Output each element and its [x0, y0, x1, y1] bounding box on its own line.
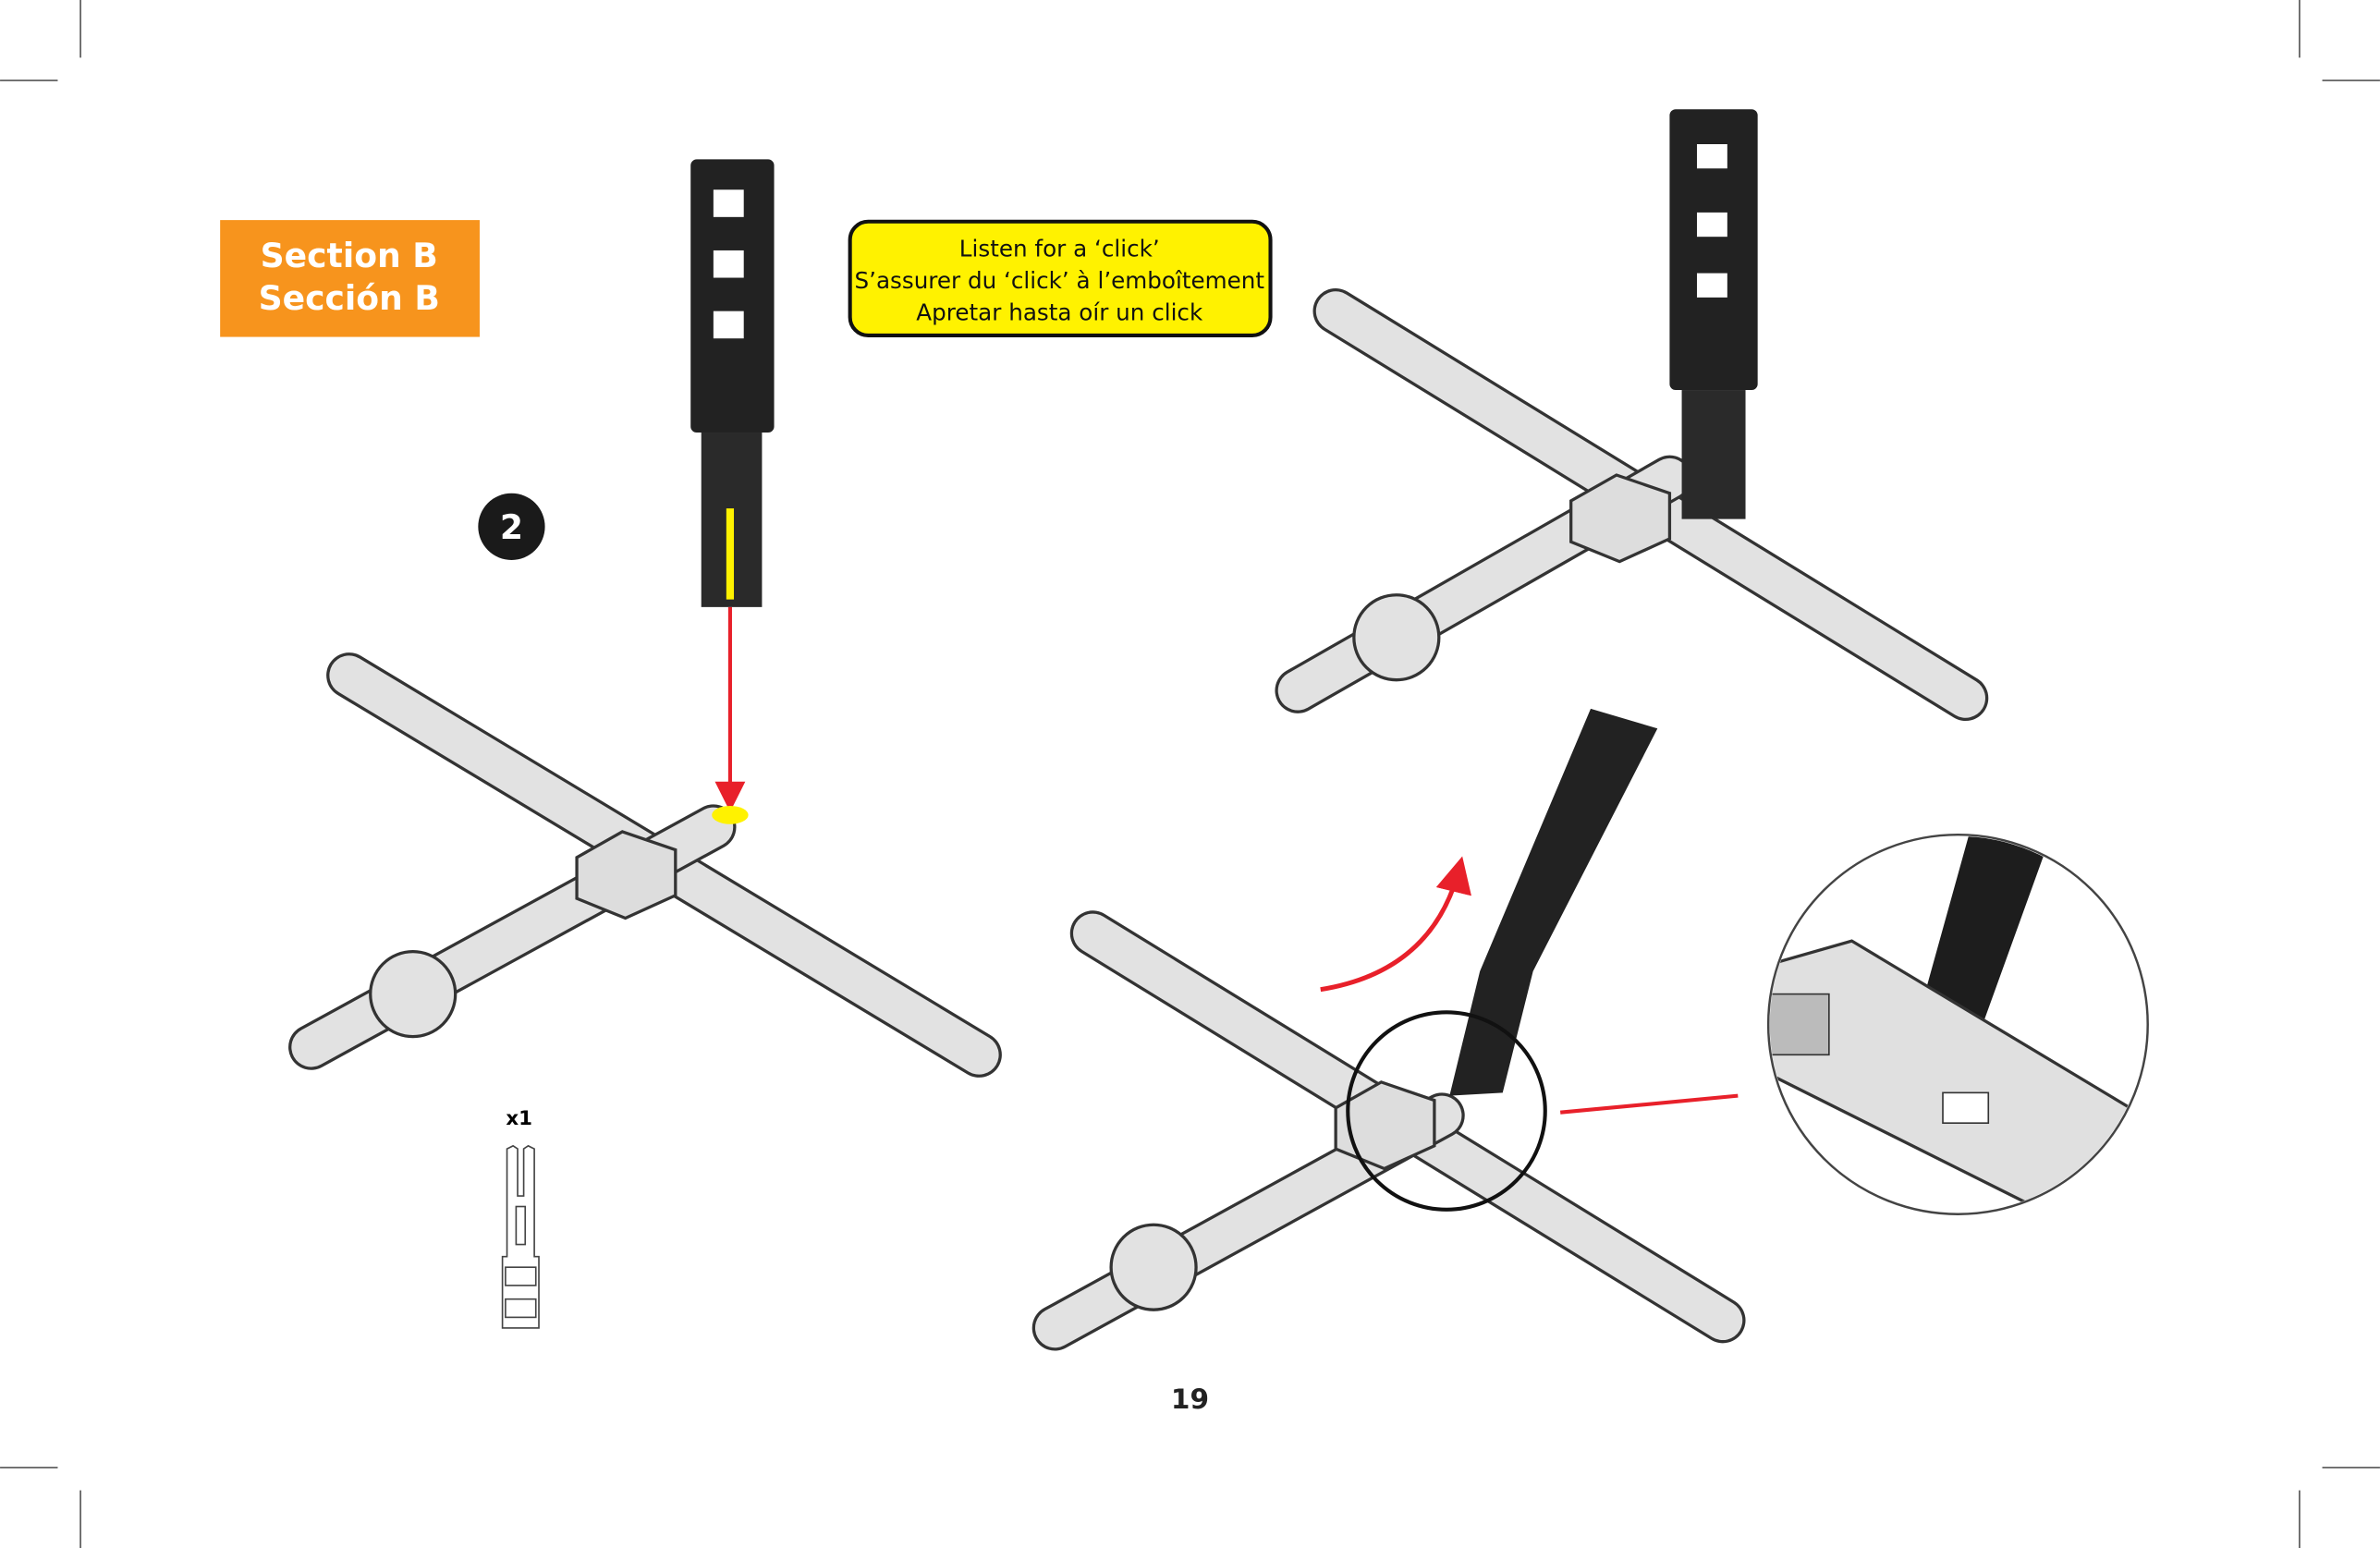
section-label-es: Sección B: [259, 278, 440, 318]
rotate-arrow: [1320, 856, 1471, 993]
page-number: 19: [1171, 1383, 1209, 1415]
frame-cross-bottom-right: [1031, 910, 1746, 1351]
detail-highlight-circle: [1346, 1010, 1547, 1212]
step-badge: 2: [478, 493, 545, 560]
insert-point-highlight: [712, 805, 749, 824]
section-label: Section B Sección B: [220, 220, 480, 337]
part-quantity: x1: [506, 1107, 532, 1130]
black-part-top: [690, 159, 775, 607]
frame-cross-left: [288, 652, 1002, 1078]
frame-cross-top-right: [1275, 288, 1989, 722]
callout-line-fr: S’assurer du ‘click’ à l’emboîtement: [855, 267, 1265, 294]
detail-pointer: [1559, 1093, 1739, 1115]
callout-line-en: Listen for a ‘click’: [959, 236, 1160, 262]
part-drawing: [501, 1144, 540, 1329]
parts-list: x1: [501, 1107, 540, 1329]
step-number: 2: [500, 507, 523, 547]
callout-line-es: Apretar hasta oír un click: [916, 299, 1203, 325]
section-label-en: Section B: [261, 236, 438, 275]
magnified-detail: [1766, 833, 2149, 1215]
black-part-installed: [1669, 109, 1758, 519]
click-callout: Listen for a ‘click’ S’assurer du ‘click…: [848, 219, 1273, 337]
black-part-tilted: [1449, 708, 1658, 1096]
